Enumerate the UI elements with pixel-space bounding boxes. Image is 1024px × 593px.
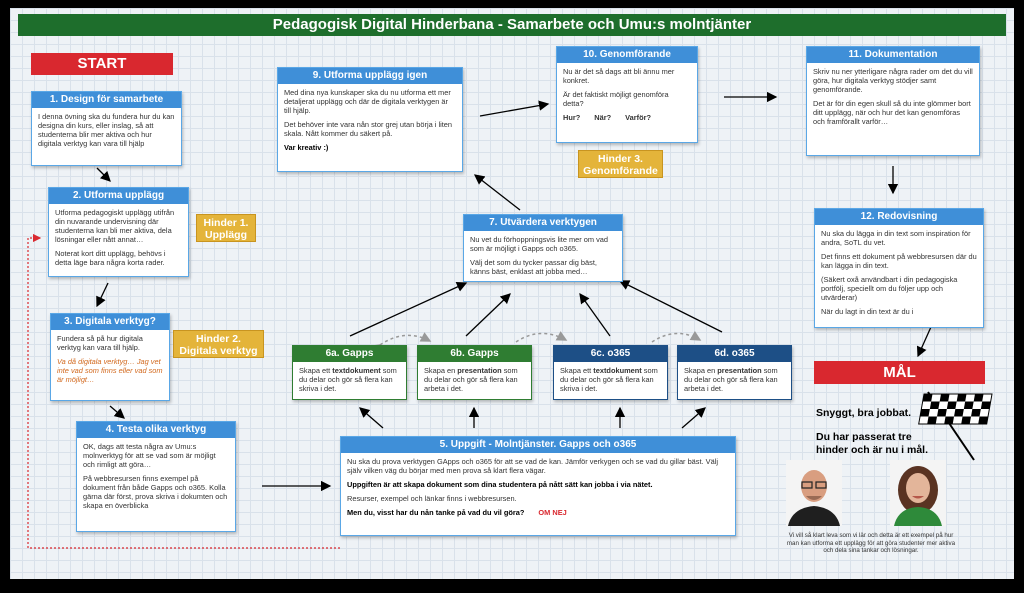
step-10-text-2: Är det faktiskt möjligt genomföra detta? bbox=[563, 90, 669, 108]
page-title: Pedagogisk Digital Hinderbana - Samarbet… bbox=[18, 14, 1006, 36]
step-6c-title: 6c. o365 bbox=[554, 346, 667, 362]
step-9-card: 9. Utforma upplägg igen Med dina nya kun… bbox=[277, 67, 463, 172]
step-12-text-4: När du lagt in din text är du i bbox=[821, 307, 914, 316]
step-3-card: 3. Digitala verktyg? Fundera så på hur d… bbox=[50, 313, 170, 401]
step-6b-text-bold: presentation bbox=[457, 366, 502, 375]
step-11-text-1: Skriv nu ner ytterligare några rader om … bbox=[813, 67, 973, 94]
step-6d-text-bold: presentation bbox=[717, 366, 762, 375]
step-9-text-3: Var kreativ :) bbox=[284, 143, 329, 152]
step-6c-text-bold: textdokument bbox=[593, 366, 642, 375]
step-11-text-2: Det är för din egen skull så du inte glö… bbox=[813, 99, 971, 126]
step-6a-text-pre: Skapa ett bbox=[299, 366, 333, 375]
step-11-title: 11. Dokumentation bbox=[807, 47, 979, 63]
step-6d-title: 6d. o365 bbox=[678, 346, 791, 362]
goal-message-1: Snyggt, bra jobbat. bbox=[816, 407, 912, 419]
step-5-text-2: Uppgiften är att skapa dokument som dina… bbox=[347, 480, 653, 489]
step-7-card: 7. Utvärdera verktygen Nu vet du förhopp… bbox=[463, 214, 623, 282]
step-1-title: 1. Design för samarbete bbox=[32, 92, 181, 108]
step-2-title: 2. Utforma upplägg bbox=[49, 188, 188, 204]
step-6c-text-post: som du delar och gör så flera kan skriva… bbox=[560, 366, 658, 393]
step-6b-card: 6b. Gapps Skapa en presentation som du d… bbox=[417, 345, 532, 400]
step-2-text-1: Utforma pedagogiskt upplägg utifrån din … bbox=[55, 208, 175, 244]
hinder-3-badge: Hinder 3. Genomförande bbox=[578, 150, 663, 178]
step-6a-card: 6a. Gapps Skapa ett textdokument som du … bbox=[292, 345, 407, 400]
step-5-text-4: Men du, visst har du nån tanke på vad du… bbox=[347, 508, 525, 517]
step-5-card: 5. Uppgift - Molntjänster. Gapps och o36… bbox=[340, 436, 736, 536]
step-7-text-2: Välj det som du tycker passar dig bäst, … bbox=[470, 258, 597, 276]
step-5-om-nej: OM NEJ bbox=[538, 508, 567, 517]
step-5-text-3: Resurser, exempel och länkar finns i web… bbox=[347, 494, 517, 503]
step-2-text-2: Noterat kort ditt upplägg, behövs i dett… bbox=[55, 249, 166, 267]
step-3-text-1: Fundera så på hur digitala verktyg kan v… bbox=[57, 334, 143, 352]
step-10-card: 10. Genomförande Nu är det så dags att b… bbox=[556, 46, 698, 143]
step-9-text-2: Det behöver inte vara nån stor grej utan… bbox=[284, 120, 453, 138]
step-12-text-2: Det finns ett dokument på webbresursen d… bbox=[821, 252, 977, 270]
step-7-title: 7. Utvärdera verktygen bbox=[464, 215, 622, 231]
step-10-q-why: Varför? bbox=[625, 113, 651, 122]
step-10-q-how: Hur? bbox=[563, 113, 581, 122]
caption-text: Vi vill så klart leva som vi lär och det… bbox=[786, 532, 956, 554]
step-6b-title: 6b. Gapps bbox=[418, 346, 531, 362]
step-6a-text-bold: textdokument bbox=[332, 366, 381, 375]
hinder-1-badge: Hinder 1. Upplägg bbox=[196, 214, 256, 242]
step-1-card: 1. Design för samarbete I denna övning s… bbox=[31, 91, 182, 166]
presenter-photo-1 bbox=[786, 460, 842, 526]
step-3-title: 3. Digitala verktyg? bbox=[51, 314, 169, 330]
step-10-text-1: Nu är det så dags att bli ännu mer konkr… bbox=[563, 67, 675, 85]
hinder-2-badge: Hinder 2. Digitala verktyg bbox=[173, 330, 264, 358]
step-6c-text-pre: Skapa ett bbox=[560, 366, 594, 375]
presenter-photo-2 bbox=[890, 460, 946, 526]
goal-message-2: Du har passerat tre hinder och är nu i m… bbox=[816, 431, 929, 456]
step-6b-text-post: som du delar och gör så flera kan arbeta… bbox=[424, 366, 518, 393]
step-1-text: I denna övning ska du fundera hur du kan… bbox=[38, 112, 175, 148]
goal-label: MÅL bbox=[814, 361, 985, 384]
step-10-q-when: När? bbox=[594, 113, 612, 122]
step-2-card: 2. Utforma upplägg Utforma pedagogiskt u… bbox=[48, 187, 189, 277]
step-6c-card: 6c. o365 Skapa ett textdokument som du d… bbox=[553, 345, 668, 400]
step-6b-text-pre: Skapa en bbox=[424, 366, 458, 375]
step-12-text-1: Nu ska du lägga in din text som inspirat… bbox=[821, 229, 971, 247]
step-6d-card: 6d. o365 Skapa en presentation som du de… bbox=[677, 345, 792, 400]
step-10-title: 10. Genomförande bbox=[557, 47, 697, 63]
step-4-text-1: OK, dags att testa några av Umu:s molnve… bbox=[83, 442, 216, 469]
step-6d-text-pre: Skapa en bbox=[684, 366, 718, 375]
step-6a-title: 6a. Gapps bbox=[293, 346, 406, 362]
step-6a-text-post: som du delar och gör så flera kan skriva… bbox=[299, 366, 397, 393]
step-12-text-3: (Säkert oxå användbart i din pedagogiska… bbox=[821, 275, 958, 302]
step-12-card: 12. Redovisning Nu ska du lägga in din t… bbox=[814, 208, 984, 328]
step-5-text-1: Nu ska du prova verktygen GApps och o365… bbox=[347, 457, 718, 475]
start-label: START bbox=[31, 53, 173, 75]
step-6d-text-post: som du delar och gör så flera kan arbeta… bbox=[684, 366, 778, 393]
step-5-title: 5. Uppgift - Molntjänster. Gapps och o36… bbox=[341, 437, 735, 453]
step-4-title: 4. Testa olika verktyg bbox=[77, 422, 235, 438]
step-9-text-1: Med dina nya kunskaper ska du nu utforma… bbox=[284, 88, 451, 115]
step-4-card: 4. Testa olika verktyg OK, dags att test… bbox=[76, 421, 236, 532]
step-12-title: 12. Redovisning bbox=[815, 209, 983, 225]
checkered-flag-icon bbox=[918, 391, 993, 461]
step-7-text-1: Nu vet du förhoppningsvis lite mer om va… bbox=[470, 235, 609, 253]
step-9-title: 9. Utforma upplägg igen bbox=[278, 68, 462, 84]
step-4-text-2: På webbresursen finns exempel på dokumen… bbox=[83, 474, 228, 510]
step-3-text-2: Va då digitala verktyg… Jag vet inte vad… bbox=[57, 357, 163, 384]
step-11-card: 11. Dokumentation Skriv nu ner ytterliga… bbox=[806, 46, 980, 156]
